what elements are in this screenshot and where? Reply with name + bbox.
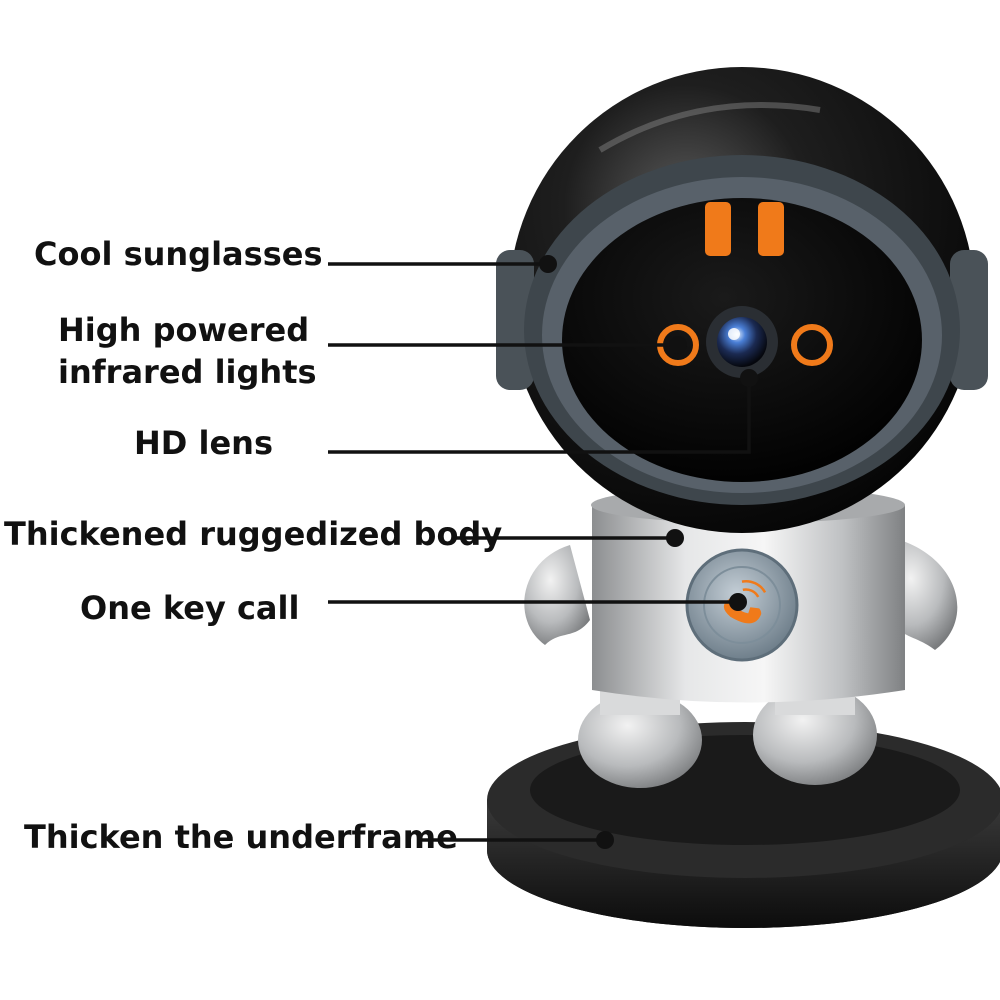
callout-sunglasses: Cool sunglasses <box>34 235 323 273</box>
callout-infrared-line1: High powered <box>58 311 310 349</box>
hd-lens <box>706 306 778 378</box>
callout-underframe: Thicken the underframe <box>24 818 458 856</box>
callout-infrared-lights: High powered infrared lights <box>58 310 317 393</box>
callout-body: Thickened ruggedized body <box>4 515 503 553</box>
callout-infrared-line2: infrared lights <box>58 352 317 391</box>
callout-hd-lens: HD lens <box>134 424 273 462</box>
callout-one-key-call: One key call <box>80 589 300 627</box>
leader-lines <box>328 255 758 849</box>
sunglasses <box>705 202 784 256</box>
robot-helmet <box>496 67 988 533</box>
underframe-base <box>487 722 1000 928</box>
